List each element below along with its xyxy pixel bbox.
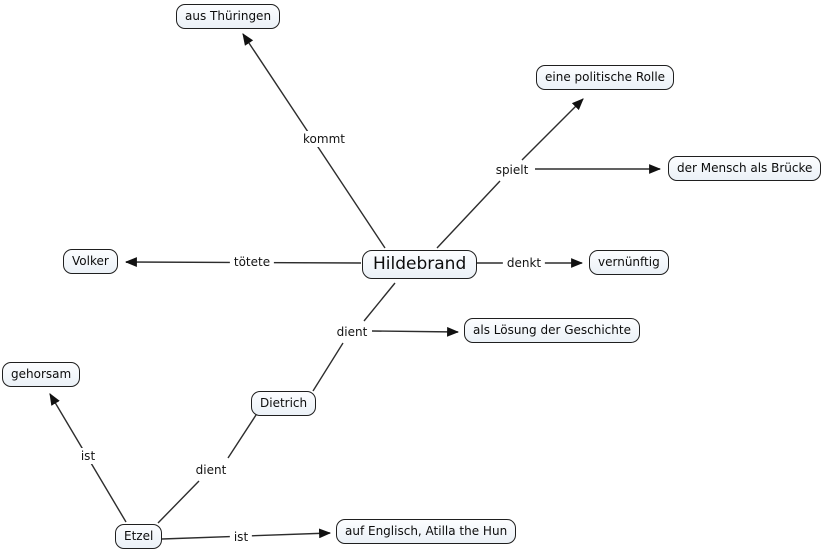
edge-dient-to-etzel[interactable] (157, 480, 200, 524)
edge-hildebrand-to-dient[interactable] (363, 282, 396, 322)
link-label-ist-atilla[interactable]: ist (229, 529, 253, 545)
link-label-ist-gehorsam[interactable]: ist (76, 448, 100, 464)
concept-dietrich[interactable]: Dietrich (251, 391, 317, 416)
link-label-toetete[interactable]: tötete (229, 254, 275, 270)
link-label-kommt[interactable]: kommt (299, 131, 349, 147)
edge-dietrich-to-dient[interactable] (227, 414, 257, 459)
concept-volker[interactable]: Volker (63, 249, 118, 274)
edge-dient-to-dietrich[interactable] (312, 342, 344, 392)
concept-auf-englisch-atilla-the-hun[interactable]: auf Englisch, Atilla the Hun (336, 519, 517, 544)
concept-aus-thueringen[interactable]: aus Thüringen (176, 4, 281, 29)
concept-gehorsam[interactable]: gehorsam (2, 362, 81, 387)
link-label-spielt[interactable]: spielt (491, 162, 533, 178)
link-label-dient-etzel[interactable]: dient (191, 462, 231, 478)
concept-der-mensch-als-bruecke[interactable]: der Mensch als Brücke (668, 156, 822, 181)
link-label-dient-hildebrand[interactable]: dient (332, 324, 372, 340)
edge-hildebrand-to-spielt[interactable] (436, 180, 501, 249)
concept-als-loesung-der-geschichte[interactable]: als Lösung der Geschichte (464, 318, 640, 343)
concept-etzel[interactable]: Etzel (115, 524, 163, 549)
concept-vernuenftig[interactable]: vernünftig (589, 250, 669, 275)
edge-spielt-eine-politische-rolle[interactable] (521, 98, 584, 161)
concept-hildebrand[interactable]: Hildebrand (362, 250, 478, 279)
concept-eine-politische-rolle[interactable]: eine politische Rolle (536, 65, 675, 90)
link-label-denkt[interactable]: denkt (502, 255, 546, 271)
edge-dient-als-loesung-der-geschichte[interactable] (371, 326, 460, 337)
